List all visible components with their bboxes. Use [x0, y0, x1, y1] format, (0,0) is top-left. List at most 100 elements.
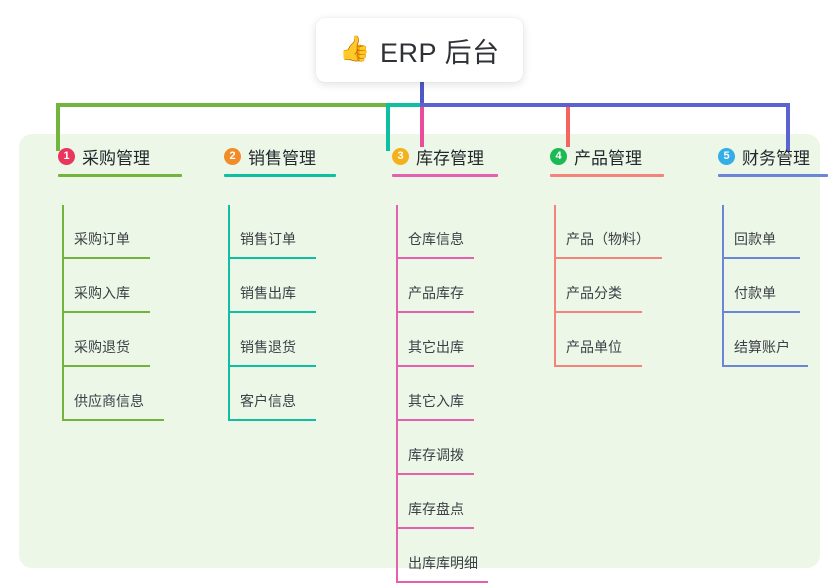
column-items: 销售订单销售出库销售退货客户信息 [204, 205, 316, 421]
tree-item-label: 其它入库 [408, 393, 464, 409]
connector-drop-4 [566, 107, 570, 147]
tree-item[interactable]: 销售退货 [204, 313, 316, 367]
tree-item-underline [396, 311, 474, 313]
tree-item-underline [62, 257, 150, 259]
tree-item[interactable]: 库存调拨 [372, 421, 484, 475]
tree-item-label: 采购订单 [74, 231, 130, 247]
column-title: 销售管理 [248, 148, 316, 168]
tree-item-underline [62, 311, 150, 313]
column-header-5[interactable]: 5 财务管理 [698, 142, 828, 177]
connector-bus-teal [386, 103, 420, 107]
tree-item[interactable]: 销售出库 [204, 259, 316, 313]
tree-item-underline [228, 419, 316, 421]
tree-item-underline [722, 257, 800, 259]
tree-item[interactable]: 出库库明细 [372, 529, 488, 583]
column-spine [228, 205, 230, 421]
column-4: 4 产品管理产品（物料） 产品分类产品单位 [530, 142, 664, 367]
column-header-4[interactable]: 4 产品管理 [530, 142, 664, 177]
tree-item[interactable]: 产品库存 [372, 259, 484, 313]
column-header-1[interactable]: 1 采购管理 [38, 142, 182, 177]
tree-item-underline [228, 311, 316, 313]
tree-item[interactable]: 结算账户 [698, 313, 810, 367]
tree-item-label: 仓库信息 [408, 231, 464, 247]
column-1: 1 采购管理采购订单采购入库采购退货供应商信息 [38, 142, 182, 421]
column-header-underline [718, 174, 828, 177]
root-node-title: 👍 ERP 后台 [339, 31, 499, 70]
tree-item[interactable]: 产品单位 [530, 313, 642, 367]
tree-item[interactable]: 产品（物料） [530, 205, 662, 259]
connector-bus-blue [420, 103, 790, 107]
column-5: 5 财务管理回款单付款单结算账户 [698, 142, 828, 367]
tree-item-underline [396, 419, 474, 421]
tree-item[interactable]: 仓库信息 [372, 205, 484, 259]
column-items: 采购订单采购入库采购退货供应商信息 [38, 205, 164, 421]
tree-item-underline [396, 257, 474, 259]
tree-item-underline [228, 257, 316, 259]
tree-item-label: 结算账户 [734, 339, 790, 355]
tree-item-underline [722, 365, 808, 367]
column-header-underline [550, 174, 664, 177]
tree-item-label: 销售退货 [240, 339, 296, 355]
content-panel [19, 134, 820, 568]
connector-drop-1 [56, 103, 60, 151]
tree-item-underline [554, 257, 662, 259]
root-node-card[interactable]: 👍 ERP 后台 [316, 18, 523, 82]
tree-item[interactable]: 采购订单 [38, 205, 150, 259]
tree-item[interactable]: 采购退货 [38, 313, 150, 367]
column-items: 回款单付款单结算账户 [698, 205, 810, 367]
tree-item[interactable]: 付款单 [698, 259, 810, 313]
column-header-underline [224, 174, 336, 177]
tree-item[interactable]: 供应商信息 [38, 367, 164, 421]
column-items: 产品（物料） 产品分类产品单位 [530, 205, 662, 367]
tree-item[interactable]: 客户信息 [204, 367, 316, 421]
tree-item[interactable]: 回款单 [698, 205, 810, 259]
column-title: 采购管理 [82, 148, 150, 168]
tree-item-label: 库存调拨 [408, 447, 464, 463]
tree-item-label: 产品库存 [408, 285, 464, 301]
thumbs-up-icon: 👍 [339, 34, 372, 63]
tree-item-label: 销售出库 [240, 285, 296, 301]
tree-item-label: 采购入库 [74, 285, 130, 301]
column-spine [62, 205, 64, 421]
column-title: 产品管理 [574, 148, 642, 168]
tree-item-label: 供应商信息 [74, 393, 144, 409]
tree-item-label: 产品单位 [566, 339, 622, 355]
tree-item-underline [554, 311, 642, 313]
tree-item-underline [396, 581, 488, 583]
tree-item-label: 付款单 [734, 285, 776, 301]
column-badge-icon: 4 [550, 147, 567, 165]
column-items: 仓库信息产品库存其它出库其它入库库存调拨库存盘点出库库明细 [372, 205, 488, 583]
tree-item[interactable]: 库存盘点 [372, 475, 484, 529]
column-spine [722, 205, 724, 367]
column-title: 库存管理 [416, 148, 484, 168]
tree-item[interactable]: 销售订单 [204, 205, 316, 259]
column-header-underline [392, 174, 498, 177]
column-title: 财务管理 [742, 148, 810, 168]
connector-drop-3 [420, 107, 424, 147]
tree-item[interactable]: 其它入库 [372, 367, 484, 421]
tree-item[interactable]: 产品分类 [530, 259, 642, 313]
tree-item-label: 回款单 [734, 231, 776, 247]
tree-item-underline [554, 365, 642, 367]
tree-item-label: 库存盘点 [408, 501, 464, 517]
tree-item-label: 采购退货 [74, 339, 130, 355]
connector-bus-green [56, 103, 386, 107]
tree-item-label: 其它出库 [408, 339, 464, 355]
tree-item-underline [396, 527, 474, 529]
column-badge-icon: 1 [58, 147, 75, 165]
connector-trunk [420, 82, 424, 106]
tree-item-underline [228, 365, 316, 367]
column-badge-icon: 5 [718, 147, 735, 165]
column-spine [554, 205, 556, 367]
column-badge-icon: 3 [392, 147, 409, 165]
tree-item[interactable]: 其它出库 [372, 313, 484, 367]
tree-item-underline [722, 311, 800, 313]
connector-drop-2 [386, 103, 390, 151]
column-header-3[interactable]: 3 库存管理 [372, 142, 498, 177]
tree-item-label: 产品分类 [566, 285, 622, 301]
tree-item[interactable]: 采购入库 [38, 259, 150, 313]
tree-item-underline [396, 473, 474, 475]
